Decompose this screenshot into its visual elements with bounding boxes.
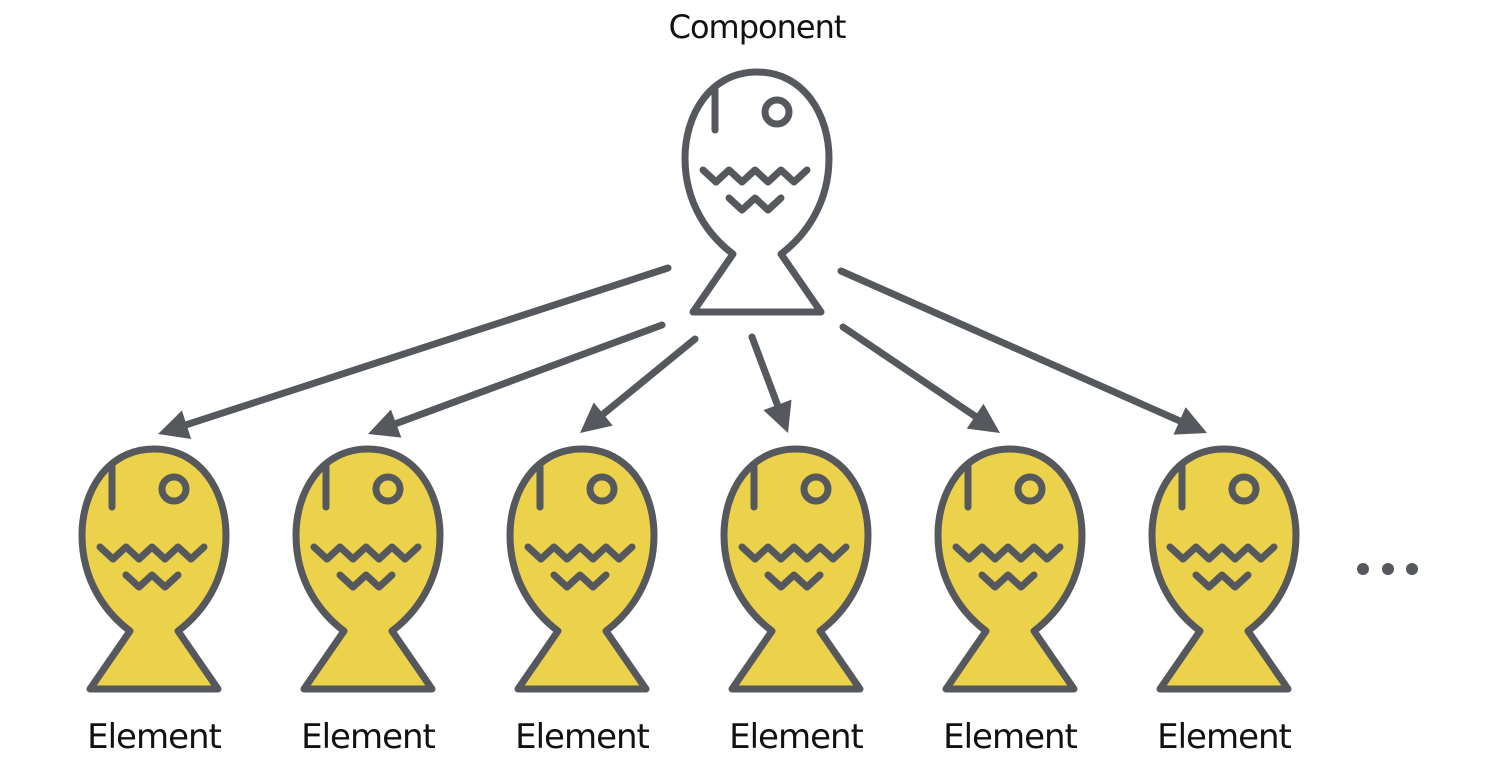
fish-bun-icon [1152, 449, 1296, 689]
component-label: Component [669, 8, 846, 46]
element-item: Element [724, 449, 868, 757]
more-ellipsis: ... [1357, 563, 1418, 575]
arrows [158, 264, 1207, 439]
element-item: Element [510, 449, 654, 757]
element-item: Element [82, 449, 226, 757]
arrow [837, 267, 1207, 435]
element-item: Element [296, 449, 440, 757]
fish-bun-icon [510, 449, 654, 689]
element-label: Element [301, 717, 435, 757]
element-label: Element [729, 717, 863, 757]
arrow [748, 333, 792, 433]
arrow [839, 323, 1000, 433]
element-label: Element [515, 717, 649, 757]
element-item: Element [1152, 449, 1296, 757]
element-item: Element [938, 449, 1082, 757]
arrow [580, 335, 699, 433]
element-label: Element [1157, 717, 1291, 757]
arrow [158, 264, 672, 439]
element-label: Element [943, 717, 1077, 757]
fish-bun-icon [296, 449, 440, 689]
fish-bun-icon [82, 449, 226, 689]
arrow [368, 321, 666, 438]
fish-bun-icon [724, 449, 868, 689]
fish-bun-icon [938, 449, 1082, 689]
fish-bun-icon [685, 72, 829, 312]
elements-row: Element Element Element Element Element Eleme… [82, 449, 1296, 757]
element-label: Element [87, 717, 221, 757]
